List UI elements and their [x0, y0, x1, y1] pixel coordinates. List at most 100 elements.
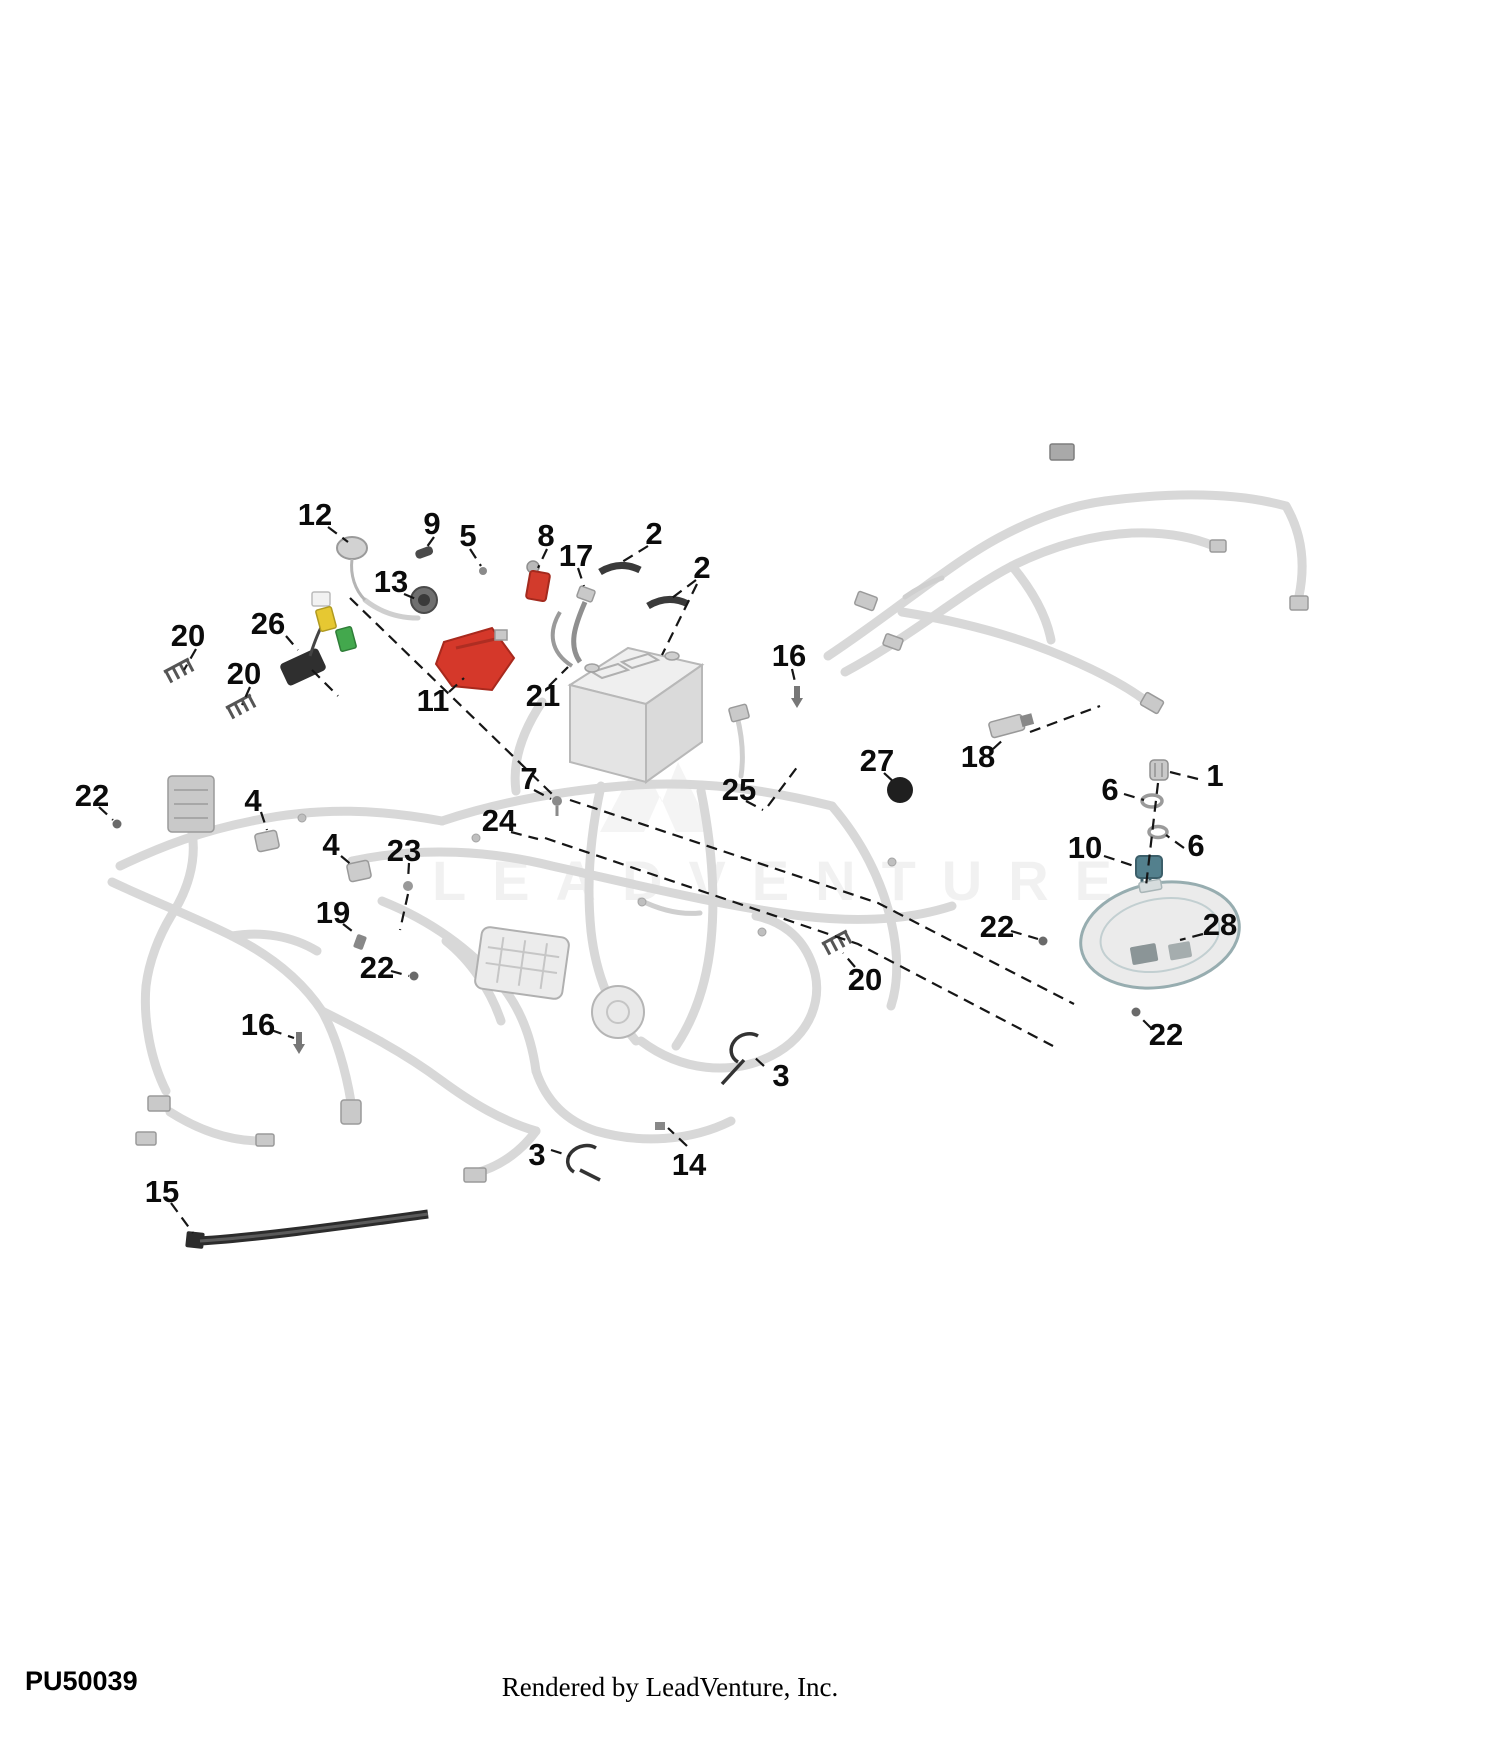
part-2-strap — [646, 596, 690, 610]
part-22-screw — [1131, 1007, 1141, 1017]
part-3-cable-tie — [720, 1032, 759, 1086]
part-4-nut — [254, 829, 280, 853]
part-17-terminal — [576, 585, 596, 603]
harness-connector — [147, 1095, 171, 1112]
part-6-washer — [1140, 793, 1164, 809]
callout-26: 26 — [251, 606, 285, 641]
callout-4-b: 4 — [322, 827, 340, 862]
part-20-comb-clip — [163, 657, 195, 684]
callout-19: 19 — [316, 895, 350, 930]
part-8-fuse-holder — [525, 560, 551, 603]
part-22-screw — [409, 971, 419, 981]
part-22-screw — [1038, 936, 1048, 946]
part-3-cable-tie — [566, 1143, 601, 1182]
harness-connector — [1139, 691, 1165, 715]
harness-connector — [728, 703, 750, 723]
battery-terminal — [584, 663, 600, 673]
part-2-strap — [598, 562, 642, 576]
callout-2-b: 2 — [693, 550, 710, 585]
harness-connector — [854, 590, 878, 612]
callout-8: 8 — [537, 518, 554, 553]
part-26-fuse-assembly — [280, 591, 357, 686]
part-16-push-clip — [791, 686, 803, 708]
callout-25: 25 — [722, 772, 756, 807]
callout-3-a: 3 — [772, 1058, 789, 1093]
callout-6-a: 6 — [1101, 772, 1118, 807]
part-4-nut — [346, 859, 372, 883]
part-14-clip — [655, 1122, 665, 1130]
callout-18: 18 — [961, 739, 995, 774]
callout-3-b: 3 — [528, 1137, 545, 1172]
callout-2-a: 2 — [645, 516, 662, 551]
callout-6-b: 6 — [1187, 828, 1204, 863]
callout-20-c: 20 — [848, 962, 882, 997]
callout-22-d: 22 — [1149, 1017, 1183, 1052]
wiring-harness-artwork — [107, 443, 1309, 1183]
harness-connector — [463, 1167, 487, 1183]
part-6-washer — [1147, 824, 1169, 840]
rendered-by-credit: Rendered by LeadVenture, Inc. — [501, 1672, 839, 1702]
harness-connector — [340, 1099, 362, 1125]
callout-20-a: 20 — [171, 618, 205, 653]
harness-connector — [1049, 443, 1075, 461]
part-13-grommet-center — [418, 594, 430, 606]
harness-connector — [255, 1133, 275, 1147]
callout-16-b: 16 — [241, 1007, 275, 1042]
drawing-code: PU50039 — [25, 1666, 138, 1696]
part-21-battery-cable — [571, 601, 588, 664]
part-5-fastener — [479, 567, 487, 575]
callout-5: 5 — [459, 518, 476, 553]
callout-7: 7 — [520, 761, 537, 796]
harness-connector — [882, 633, 904, 651]
part-18-sensor — [988, 713, 1035, 739]
part-15-cable-tie — [185, 1209, 429, 1249]
callout-17: 17 — [559, 538, 593, 573]
leadventure-watermark: LEADVENTURE — [432, 756, 1138, 912]
harness-connector — [1209, 539, 1227, 553]
part-28-instrument-cluster — [1079, 878, 1241, 990]
green-fuse — [335, 626, 357, 652]
part-20-comb-clip — [225, 693, 257, 720]
callout-24: 24 — [482, 803, 517, 838]
callout-4-a: 4 — [244, 783, 262, 818]
callout-20-b: 20 — [227, 656, 261, 691]
part-27-grommet — [887, 777, 913, 803]
part-19-clip — [353, 934, 367, 950]
callout-11: 11 — [417, 683, 450, 718]
yellow-fuse — [315, 606, 337, 632]
part-21-battery-cable — [550, 610, 574, 668]
callout-22-b: 22 — [360, 950, 394, 985]
callout-27: 27 — [860, 743, 894, 778]
battery-terminal — [664, 651, 680, 661]
horn — [591, 985, 645, 1039]
callout-16-a: 16 — [772, 638, 806, 673]
part-11-terminal-boot — [434, 626, 516, 692]
watermark-text: LEADVENTURE — [432, 849, 1138, 912]
battery-illustration — [567, 646, 705, 784]
callout-22-c: 22 — [980, 909, 1014, 944]
leader-lines — [98, 526, 1204, 1234]
callout-numbers: 12 9 5 8 17 2 2 13 26 20 20 11 21 16 18 … — [75, 497, 1237, 1209]
callout-22-a: 22 — [75, 778, 109, 813]
callout-10: 10 — [1068, 830, 1102, 865]
multi-pin-connector — [167, 775, 215, 833]
callout-14: 14 — [672, 1147, 707, 1182]
harness-connector — [135, 1131, 157, 1146]
battery-label — [589, 662, 631, 680]
part-22-screw — [112, 819, 122, 829]
part-16-push-clip — [293, 1032, 305, 1054]
callout-15: 15 — [145, 1174, 179, 1209]
part-1-cap — [1149, 759, 1169, 781]
battery-label — [619, 652, 661, 670]
callout-23: 23 — [387, 833, 421, 868]
harness-connector — [1289, 595, 1309, 611]
callout-13: 13 — [374, 564, 408, 599]
part-9-clip — [415, 546, 434, 559]
part-7-bolt — [552, 796, 562, 806]
callout-9: 9 — [423, 506, 440, 541]
callout-12: 12 — [298, 497, 332, 532]
part-20-comb-clip — [821, 929, 853, 956]
callout-28: 28 — [1203, 907, 1237, 942]
